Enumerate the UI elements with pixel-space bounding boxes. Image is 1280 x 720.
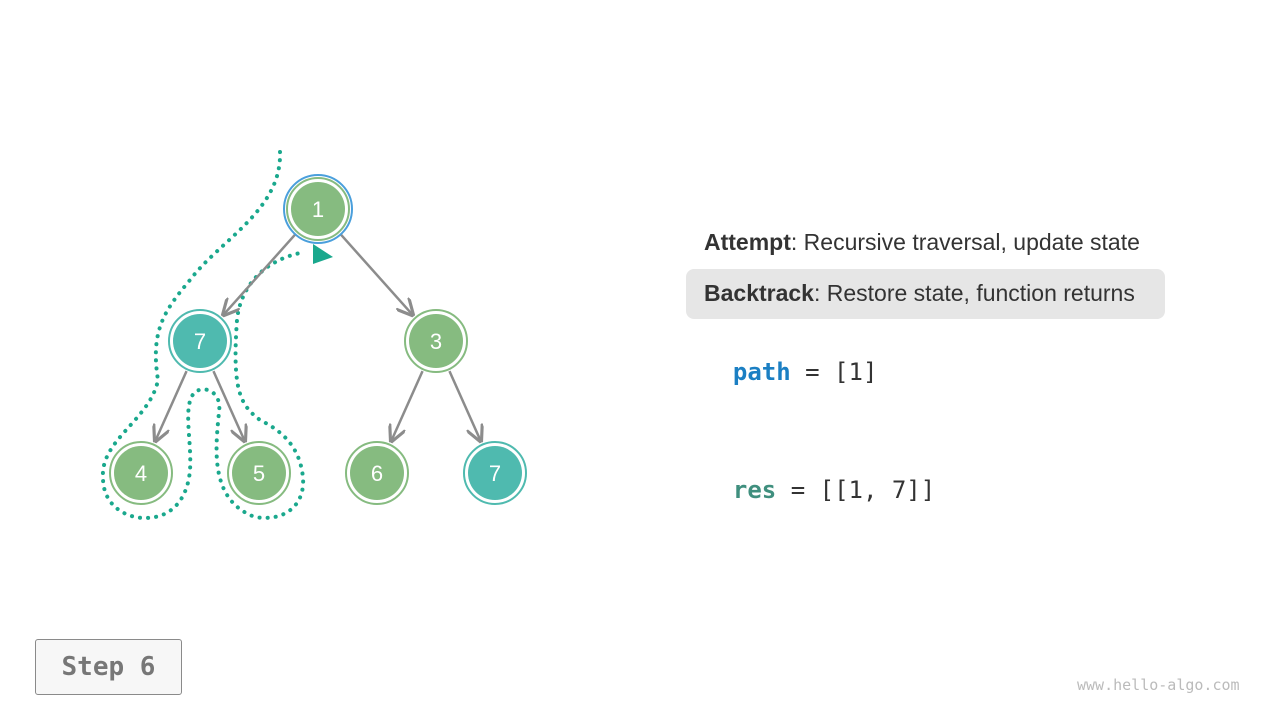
traversal-trace-arrowhead xyxy=(313,244,333,264)
node-value: 3 xyxy=(430,329,442,354)
step-indicator: Step 6 xyxy=(35,639,182,695)
attempt-legend: Attempt: Recursive traversal, update sta… xyxy=(704,229,1140,256)
backtrack-desc: : Restore state, function returns xyxy=(813,280,1135,306)
tree-node-rr: 7 xyxy=(463,441,527,505)
tree-node-rl: 6 xyxy=(345,441,409,505)
traversal-trace-line xyxy=(100,150,306,521)
traversal-trace xyxy=(100,150,333,521)
path-keyword: path xyxy=(732,358,791,386)
tree-node-ll: 4 xyxy=(109,441,173,505)
node-fill xyxy=(291,182,345,236)
path-value: = [1] xyxy=(790,358,878,386)
tree-edges xyxy=(155,232,480,441)
res-value: = [[1, 7]] xyxy=(776,476,936,504)
tree-nodes: 1 7 3 4 5 6 7 xyxy=(109,174,527,505)
tree-node-r: 3 xyxy=(404,309,468,373)
attempt-desc: : Recursive traversal, update state xyxy=(790,229,1140,255)
node-value: 1 xyxy=(312,197,324,222)
node-fill xyxy=(173,314,227,368)
tree-edge-root-l xyxy=(223,232,297,315)
res-line: res = [[1, 7]] xyxy=(704,448,935,504)
tree-edge-root-r xyxy=(339,232,413,315)
node-fill xyxy=(468,446,522,500)
tree-edge-l-lr xyxy=(212,370,244,441)
tree-node-root: 1 xyxy=(283,174,353,244)
tree-edge-l-ll xyxy=(155,370,188,441)
node-fill xyxy=(409,314,463,368)
tree-node-l: 7 xyxy=(168,309,232,373)
path-line: path = [1] xyxy=(704,330,878,386)
tree-edge-r-rr xyxy=(448,370,480,441)
tree-diagram: 1 7 3 4 5 6 7 xyxy=(100,150,527,521)
backtrack-highlight xyxy=(686,269,1165,319)
backtrack-term: Backtrack xyxy=(704,280,814,306)
node-value: 4 xyxy=(135,461,147,486)
step-label: Step 6 xyxy=(61,652,156,682)
node-fill xyxy=(350,446,404,500)
node-value: 7 xyxy=(194,329,206,354)
node-fill xyxy=(232,446,286,500)
node-value: 5 xyxy=(253,461,265,486)
node-value: 6 xyxy=(371,461,383,486)
backtrack-legend: Backtrack: Restore state, function retur… xyxy=(704,280,1135,307)
footer-url: www.hello-algo.com xyxy=(1077,676,1240,694)
tree-node-lr: 5 xyxy=(227,441,291,505)
res-keyword: res xyxy=(732,476,777,504)
tree-edge-r-rl xyxy=(391,370,424,441)
attempt-term: Attempt xyxy=(704,229,791,255)
node-fill xyxy=(114,446,168,500)
node-value: 7 xyxy=(489,461,501,486)
